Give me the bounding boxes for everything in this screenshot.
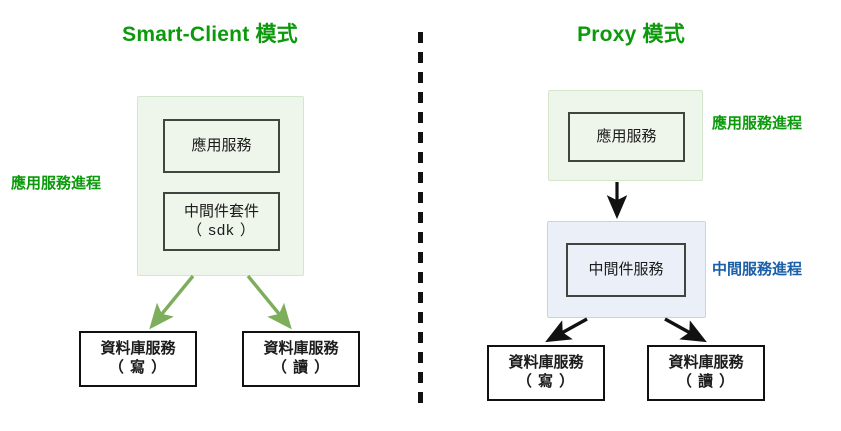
left-db-read-line2: （ 讀 ） xyxy=(271,359,331,376)
arrow-right-middleware-to-db-write xyxy=(545,317,588,343)
right-db-write-line2: （ 寫 ） xyxy=(516,373,576,390)
left-db-write-line2: （ 寫 ） xyxy=(108,359,168,376)
left-app-service-node: 應用服務 xyxy=(163,119,280,173)
left-app-service-text: 應用服務 xyxy=(191,136,252,154)
right-application-service-process-label: 應用服務進程 xyxy=(712,115,803,132)
right-app-service-node: 應用服務 xyxy=(568,112,685,162)
left-database-service-write-node: 資料庫服務 （ 寫 ） xyxy=(79,331,197,387)
right-application-service-process-container xyxy=(548,90,703,181)
left-middleware-sdk-node: 中間件套件 （ sdk ） xyxy=(163,192,280,251)
arrow-left-sdk-to-db-read xyxy=(246,274,292,330)
vertical-dashed-divider xyxy=(418,32,423,409)
right-app-service-text: 應用服務 xyxy=(596,127,657,145)
arrow-left-sdk-to-db-write xyxy=(149,274,195,330)
left-db-write-line1: 資料庫服務 xyxy=(100,340,176,358)
left-panel-title: Smart-Client 模式 xyxy=(122,23,298,46)
right-database-service-read-node: 資料庫服務 （ 讀 ） xyxy=(647,345,765,401)
left-middleware-sdk-text-line1: 中間件套件 xyxy=(183,202,259,220)
right-database-service-write-node: 資料庫服務 （ 寫 ） xyxy=(487,345,605,401)
left-application-service-process-label: 應用服務進程 xyxy=(11,175,102,192)
right-db-read-line1: 資料庫服務 xyxy=(668,354,744,372)
left-db-read-line1: 資料庫服務 xyxy=(263,340,339,358)
right-middleware-service-node: 中間件服務 xyxy=(566,243,686,297)
right-db-write-line1: 資料庫服務 xyxy=(508,354,584,372)
right-db-read-line2: （ 讀 ） xyxy=(676,373,736,390)
left-database-service-read-node: 資料庫服務 （ 讀 ） xyxy=(242,331,360,387)
right-middleware-service-text: 中間件服務 xyxy=(588,260,664,278)
arrow-right-middleware-to-db-read xyxy=(664,317,707,343)
right-panel-title: Proxy 模式 xyxy=(577,23,685,46)
right-middle-service-process-container xyxy=(547,221,706,318)
right-middle-service-process-label: 中間服務進程 xyxy=(712,261,803,278)
left-middleware-sdk-text-line2: （ sdk ） xyxy=(187,221,256,239)
